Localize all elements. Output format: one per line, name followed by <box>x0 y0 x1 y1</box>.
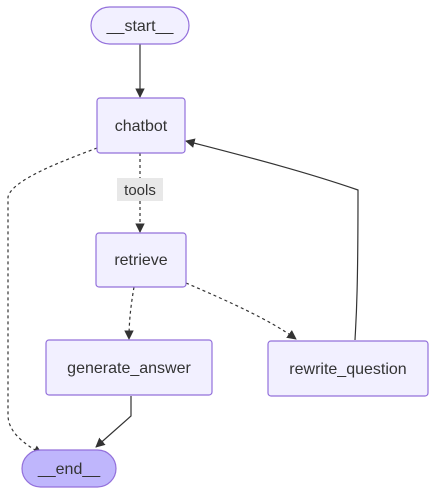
node-retrieve-shape <box>95 232 187 288</box>
node-retrieve[interactable]: retrieve <box>95 232 187 288</box>
node-chatbot-shape <box>96 97 186 154</box>
edge-generate-end <box>95 396 132 448</box>
node-start[interactable]: __start__ <box>90 6 190 45</box>
node-end-shape <box>21 449 117 488</box>
node-chatbot[interactable]: chatbot <box>96 97 186 154</box>
node-generate-answer-shape <box>45 339 213 396</box>
node-start-label: __start__ <box>106 18 175 35</box>
edge-label-tools: tools <box>117 178 163 201</box>
node-generate-answer-label: generate_answer <box>67 360 191 377</box>
node-chatbot-label: chatbot <box>115 118 168 135</box>
node-rewrite-question[interactable]: rewrite_question <box>267 340 429 397</box>
node-generate-answer[interactable]: generate_answer <box>45 339 213 396</box>
node-rewrite-question-label: rewrite_question <box>289 361 406 378</box>
node-start-shape <box>90 6 190 45</box>
edge-retrieve-generate <box>124 286 135 340</box>
node-end[interactable]: __end__ <box>21 449 117 488</box>
node-end-label: __end__ <box>37 461 101 478</box>
node-rewrite-question-shape <box>267 340 429 397</box>
edges <box>7 44 359 455</box>
edge-rewrite-chatbot <box>185 138 359 341</box>
edge-label-tools-text: tools <box>124 182 156 199</box>
edge-retrieve-rewrite <box>185 282 297 340</box>
edge-chatbot-end <box>7 147 98 455</box>
edge-label-background <box>117 178 163 201</box>
node-retrieve-label: retrieve <box>114 252 167 269</box>
